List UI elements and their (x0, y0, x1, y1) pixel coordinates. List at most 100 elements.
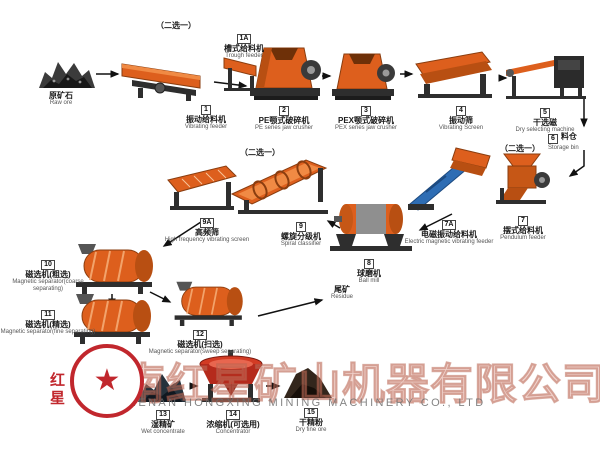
node-number: 1 (201, 105, 211, 115)
label-zh: 电磁振动给料机 (421, 230, 477, 239)
pe-jaw-crusher (248, 44, 324, 107)
wet-concentrate-icon (138, 374, 186, 402)
magnetic-separator-coarse (70, 242, 162, 299)
label-en: Raw ore (49, 100, 73, 107)
node-number: 15 (304, 408, 318, 418)
pendulum-feeder-icon (496, 153, 550, 204)
magnetic-separator-sweep-icon (174, 281, 243, 326)
hongxing-logo-text: 红星 (48, 372, 65, 408)
magnetic-separator-sweep-labels: 12 磁选机(扫选) Magnetic separator(sweep sepa… (144, 324, 256, 356)
label-zh: 料仓 (560, 132, 577, 141)
label-en: Trough feeder (225, 53, 263, 60)
wet-concentrate-labels: 13 湿精矿 Wet concentrate (122, 404, 204, 436)
choice-label-feeder: （二选一） (500, 144, 540, 153)
node-number: 6 (548, 134, 558, 144)
label-en: Wet concentrate (141, 429, 185, 436)
label-zh: 磁选机(扫选) (177, 340, 223, 349)
label-zh: 振动筛 (449, 116, 473, 125)
choice-label-classifier: （二选一） (240, 148, 280, 157)
dry-selector-labels: 5 干选磁 Dry selecting machine (498, 102, 592, 134)
pex-jaw-crusher (330, 50, 398, 107)
node-number: 14 (226, 410, 240, 420)
vibrating-screen-labels: 4 振动筛 Vibrating Screen (418, 100, 504, 132)
pendulum-feeder-labels: 7 摆式给料机 Pendulum feeder (478, 210, 568, 242)
dry-fine-ore (282, 360, 334, 405)
label-en: Dry fine ore (295, 427, 327, 434)
pex-jaw-crusher-labels: 3 PEX颚式破碎机 PEX series jaw crusher (318, 100, 414, 132)
high-frequency-screen-icon (167, 165, 237, 210)
high-frequency-screen-labels: 9A 高频筛 High frequency vibrating screen (152, 212, 262, 244)
spiral-classifier-labels: 9 螺旋分级机 Spiral classifier (246, 216, 356, 248)
node-number: 12 (193, 330, 207, 340)
electromagnetic-vibrating-feeder-icon (408, 147, 491, 211)
node-number: 9 (296, 222, 306, 232)
node-number: 4 (456, 106, 466, 116)
label-en: Pendulum feeder (500, 235, 546, 242)
label-en: Dry selecting machine (515, 127, 575, 134)
label-en: Magnetic separator(sweep separating) (148, 349, 252, 356)
dry-fine-ore-icon (284, 368, 332, 398)
label-en: Residue (330, 294, 353, 301)
label-en: Ball mill (358, 278, 380, 285)
electromagnetic-vibrating-feeder (406, 146, 494, 217)
node-number: 11 (41, 310, 55, 320)
label-zh: PE颚式破碎机 (258, 116, 310, 125)
node-number: 13 (156, 410, 170, 420)
label-en: PEX series jaw crusher (334, 125, 398, 132)
magnetic-separator-coarse-icon (76, 244, 153, 294)
label-zh: 磁选机(粗选) (25, 270, 71, 279)
dry-selector (504, 52, 588, 105)
vibrating-feeder-icon (121, 63, 201, 101)
magnetic-separator-fine-labels: 11 磁选机(精选) Magnetic separator(fine separ… (0, 304, 96, 336)
star-icon: ★ (93, 364, 121, 397)
node-number: 10 (41, 260, 55, 270)
choice-label-top: （二选一） (156, 21, 196, 30)
dry-selector-icon (506, 56, 586, 99)
node-number: 9A (199, 218, 215, 228)
flow-arrow (326, 220, 341, 229)
label-zh: 原矿石 (49, 91, 73, 100)
node-number: 7A (441, 220, 457, 230)
magnetic-separator-coarse-labels: 10 磁选机(粗选) Magnetic separator(coarse sep… (0, 254, 96, 292)
trough-feeder-icon (223, 57, 258, 91)
concentrator-labels: 14 浓缩机(可选用) Concentrator (190, 404, 276, 436)
node-number: 7 (518, 216, 528, 226)
raw-ore-labels: 原矿石 Raw ore (28, 91, 94, 107)
ball-mill-labels: 8 球磨机 Ball mill (328, 253, 410, 285)
label-en: Storage bin (548, 145, 579, 151)
flow-arrow (568, 150, 585, 177)
spiral-classifier-icon (230, 159, 328, 214)
dry-fine-ore-labels: 15 干精粉 Dry fine ore (270, 402, 352, 434)
label-zh: 螺旋分级机 (281, 232, 321, 241)
electromagnetic-vibrating-feeder-labels: 7A 电磁振动给料机 Electric magnetic vibrating f… (396, 214, 502, 246)
storage-bin-labels: 6 料仓 Storage bin (548, 128, 579, 151)
node-number: 3 (361, 106, 371, 116)
flow-arrow (418, 213, 453, 231)
node-number: 5 (540, 108, 550, 118)
pe-jaw-crusher-icon (250, 47, 321, 100)
magnetic-separator-fine (68, 292, 160, 349)
flow-arrow (162, 219, 205, 247)
node-number: 2 (279, 106, 289, 116)
spiral-classifier (230, 154, 334, 219)
hongxing-logo: ★ (70, 344, 144, 418)
tailings-labels: 尾矿 Residue (316, 285, 368, 301)
ball-mill (326, 192, 416, 257)
node-number: 8 (364, 259, 374, 269)
label-zh: 干精粉 (299, 418, 323, 427)
label-zh: PEX颚式破碎机 (337, 116, 394, 125)
raw-ore (38, 50, 96, 95)
wet-concentrate (136, 364, 188, 409)
pendulum-feeder (486, 152, 556, 213)
label-zh: 磁选机(精选) (25, 320, 71, 329)
concentrator-icon (199, 350, 263, 402)
label-zh: 振动给料机 (186, 115, 226, 124)
label-zh: 高频筛 (195, 228, 219, 237)
label-en: Vibrating Screen (438, 125, 484, 132)
label-zh: 摆式给料机 (503, 226, 543, 235)
label-en: PE series jaw crusher (254, 125, 314, 132)
ball-mill-icon (330, 204, 412, 251)
label-en: Magnetic separator(fine separating) (0, 329, 96, 336)
raw-ore-icon (39, 62, 95, 88)
